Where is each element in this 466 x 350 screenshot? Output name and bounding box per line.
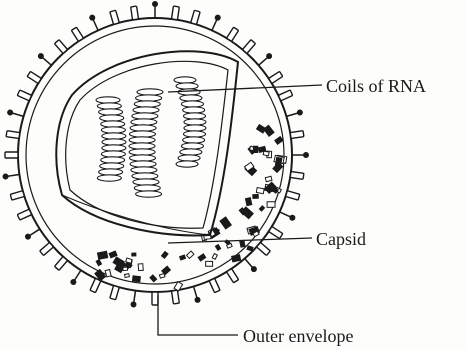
spike <box>10 191 24 200</box>
spike <box>5 152 18 158</box>
spike <box>172 6 180 20</box>
spike <box>152 292 158 305</box>
spike <box>242 40 255 54</box>
spike <box>110 10 119 24</box>
spike <box>6 109 24 120</box>
cluster-particle <box>215 245 220 251</box>
cluster-particle <box>245 198 251 206</box>
cluster-particle <box>265 176 272 181</box>
cluster-particle <box>264 125 274 136</box>
spike <box>6 131 20 139</box>
cluster-particle <box>109 251 117 258</box>
spike <box>227 27 239 41</box>
spike <box>17 90 31 101</box>
spike <box>209 278 220 292</box>
rna-coils <box>96 77 206 197</box>
cluster-particle <box>187 251 194 258</box>
spike <box>27 71 41 83</box>
spike <box>172 290 180 304</box>
cluster-particle <box>258 146 266 152</box>
cluster-particle <box>220 217 231 229</box>
cluster-particle <box>232 255 241 262</box>
spike <box>286 109 304 120</box>
cluster-particle <box>105 270 111 277</box>
cluster-particle <box>97 251 107 259</box>
capsid-label: Capsid <box>316 229 366 249</box>
spike <box>131 6 139 20</box>
spike <box>130 290 138 308</box>
spike <box>290 172 304 180</box>
cluster-particle <box>275 157 281 165</box>
spike <box>37 52 54 68</box>
spike <box>257 52 274 68</box>
spike <box>71 27 83 41</box>
envelope-label: Outer envelope <box>243 326 353 346</box>
spike <box>242 257 258 274</box>
cluster-particle <box>123 267 128 271</box>
spike <box>55 40 68 54</box>
spike <box>269 71 283 83</box>
spike <box>110 286 119 300</box>
cluster-particle <box>253 146 258 152</box>
spike <box>290 131 304 139</box>
spike <box>2 172 20 180</box>
cluster-particle <box>240 240 245 247</box>
cluster-particle <box>256 188 264 194</box>
spike <box>191 286 202 304</box>
rna-helix <box>129 89 163 197</box>
spike <box>286 191 300 200</box>
spike <box>269 227 283 239</box>
rna-label: Coils of RNA <box>326 76 426 96</box>
spike <box>90 278 101 292</box>
spike <box>55 257 68 271</box>
cluster-particle <box>132 276 140 282</box>
spike <box>292 152 309 158</box>
spike <box>257 242 271 255</box>
cluster-particle <box>180 255 186 260</box>
cluster-particle <box>198 254 206 261</box>
spike <box>278 90 292 101</box>
spike <box>40 242 54 255</box>
spike <box>191 10 200 24</box>
cluster-particle <box>206 261 213 266</box>
cluster-particle <box>267 202 275 208</box>
cluster-particle <box>263 151 269 156</box>
cluster-particle <box>150 275 157 282</box>
rna-helix <box>96 97 126 181</box>
cluster-particle <box>96 260 101 266</box>
cluster-particle <box>275 137 283 145</box>
cluster-particle <box>247 246 253 251</box>
spike <box>152 1 158 18</box>
cluster-particle <box>138 264 143 271</box>
cluster-particle <box>161 251 168 258</box>
spike <box>227 269 239 283</box>
cluster-particle <box>212 254 217 260</box>
cluster-particle <box>253 194 259 198</box>
cluster-particle <box>132 253 136 256</box>
cluster-particle <box>125 274 130 278</box>
spike <box>17 209 31 220</box>
cluster-particle <box>259 206 264 211</box>
